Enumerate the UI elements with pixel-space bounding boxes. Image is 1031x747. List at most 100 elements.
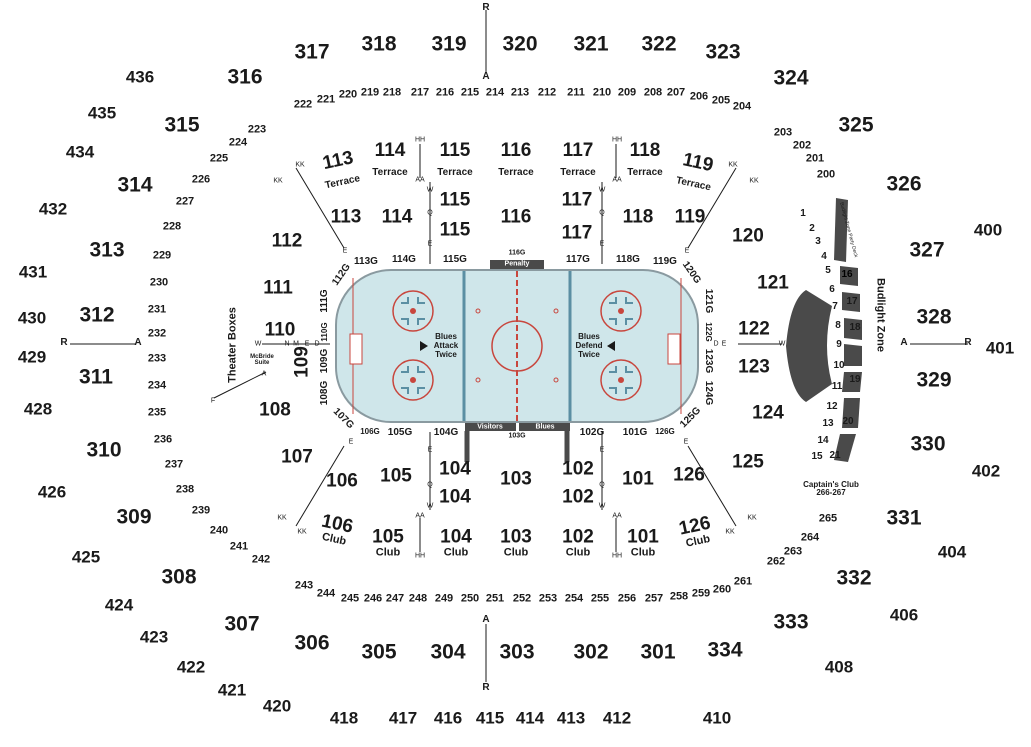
section-203[interactable]: 203 xyxy=(773,126,793,139)
section-317[interactable]: 317 xyxy=(294,40,330,64)
section-406[interactable]: 406 xyxy=(889,605,919,625)
section-251[interactable]: 251 xyxy=(485,592,505,605)
section-239[interactable]: 239 xyxy=(191,504,211,517)
section-235[interactable]: 235 xyxy=(147,406,167,419)
section-223[interactable]: 223 xyxy=(247,123,267,136)
section-215[interactable]: 215 xyxy=(460,86,480,99)
glass-122g[interactable]: 122G xyxy=(704,322,713,342)
section-103[interactable]: 103 xyxy=(500,468,532,490)
glass-109g[interactable]: 109G xyxy=(319,348,330,374)
section-114[interactable]: 114 xyxy=(381,206,413,228)
section-110[interactable]: 110 xyxy=(264,319,296,341)
section-213[interactable]: 213 xyxy=(510,86,530,99)
section-224[interactable]: 224 xyxy=(228,136,248,149)
section-115-upper[interactable]: 115 xyxy=(439,189,471,211)
glass-113g[interactable]: 113G xyxy=(354,256,378,267)
section-424[interactable]: 424 xyxy=(104,595,134,615)
section-238[interactable]: 238 xyxy=(175,483,195,496)
section-236[interactable]: 236 xyxy=(153,433,173,446)
section-107[interactable]: 107 xyxy=(281,446,313,468)
glass-119g[interactable]: 119G xyxy=(653,256,677,267)
section-401[interactable]: 401 xyxy=(985,338,1015,358)
section-330[interactable]: 330 xyxy=(910,432,946,456)
glass-126g[interactable]: 126G xyxy=(655,427,675,436)
section-420[interactable]: 420 xyxy=(262,696,292,716)
section-326[interactable]: 326 xyxy=(886,172,922,196)
section-120[interactable]: 120 xyxy=(732,225,764,247)
section-244[interactable]: 244 xyxy=(316,587,336,600)
budlight-section-20[interactable]: 20 xyxy=(842,416,854,427)
section-404[interactable]: 404 xyxy=(937,542,967,562)
budlight-section-18[interactable]: 18 xyxy=(849,322,861,333)
section-321[interactable]: 321 xyxy=(573,32,609,56)
section-118[interactable]: 118 xyxy=(622,206,654,228)
section-328[interactable]: 328 xyxy=(916,305,952,329)
section-414[interactable]: 414 xyxy=(515,708,545,728)
mcbride-suite-label[interactable]: McBride Suite xyxy=(250,354,274,366)
glass-123g[interactable]: 123G xyxy=(703,348,714,374)
section-228[interactable]: 228 xyxy=(162,220,182,233)
budlight-section-2[interactable]: 2 xyxy=(809,223,815,234)
budlight-section-7[interactable]: 7 xyxy=(832,301,838,312)
section-102-lower[interactable]: 102 xyxy=(562,486,594,508)
section-104-upper[interactable]: 104 xyxy=(439,458,471,480)
section-240[interactable]: 240 xyxy=(209,524,229,537)
section-334[interactable]: 334 xyxy=(707,638,743,662)
section-426[interactable]: 426 xyxy=(37,482,67,502)
section-305[interactable]: 305 xyxy=(361,640,397,664)
glass-117g[interactable]: 117G xyxy=(566,254,590,265)
section-101[interactable]: 101 xyxy=(622,468,654,490)
section-219[interactable]: 219 xyxy=(360,86,380,99)
section-225[interactable]: 225 xyxy=(209,152,229,165)
section-102-upper[interactable]: 102 xyxy=(562,458,594,480)
glass-101g[interactable]: 101G xyxy=(622,427,648,438)
section-234[interactable]: 234 xyxy=(147,379,167,392)
glass-104g[interactable]: 104G xyxy=(433,427,459,438)
section-415[interactable]: 415 xyxy=(475,708,505,728)
budlight-section-3[interactable]: 3 xyxy=(815,236,821,247)
section-325[interactable]: 325 xyxy=(838,113,874,137)
section-306[interactable]: 306 xyxy=(294,631,330,655)
budlight-section-9[interactable]: 9 xyxy=(836,339,842,350)
section-204[interactable]: 204 xyxy=(732,100,752,113)
section-402[interactable]: 402 xyxy=(971,461,1001,481)
section-242[interactable]: 242 xyxy=(251,553,271,566)
section-232[interactable]: 232 xyxy=(147,327,167,340)
section-201[interactable]: 201 xyxy=(805,152,825,165)
section-206[interactable]: 206 xyxy=(689,90,709,103)
glass-103g[interactable]: 103G xyxy=(508,432,526,440)
section-430[interactable]: 430 xyxy=(17,308,47,328)
glass-118g[interactable]: 118G xyxy=(616,254,640,265)
section-126[interactable]: 126 xyxy=(673,464,705,486)
glass-106g[interactable]: 106G xyxy=(360,427,380,436)
section-425[interactable]: 425 xyxy=(71,547,101,567)
budlight-section-12[interactable]: 12 xyxy=(826,401,838,412)
glass-116g[interactable]: 116G xyxy=(508,249,526,257)
section-116[interactable]: 116 xyxy=(500,206,532,228)
section-125[interactable]: 125 xyxy=(732,451,764,473)
section-436[interactable]: 436 xyxy=(125,67,155,87)
section-313[interactable]: 313 xyxy=(89,238,125,262)
section-122[interactable]: 122 xyxy=(738,318,770,340)
section-316[interactable]: 316 xyxy=(227,65,263,89)
budlight-section-10[interactable]: 10 xyxy=(833,360,845,371)
section-105[interactable]: 105 xyxy=(380,465,412,487)
section-303[interactable]: 303 xyxy=(499,640,535,664)
glass-115g[interactable]: 115G xyxy=(443,254,467,265)
section-249[interactable]: 249 xyxy=(434,592,454,605)
section-416[interactable]: 416 xyxy=(433,708,463,728)
section-258[interactable]: 258 xyxy=(669,590,689,603)
section-246[interactable]: 246 xyxy=(363,592,383,605)
section-104-lower[interactable]: 104 xyxy=(439,486,471,508)
section-119[interactable]: 119 xyxy=(674,206,706,228)
section-231[interactable]: 231 xyxy=(147,303,167,316)
section-413[interactable]: 413 xyxy=(556,708,586,728)
section-256[interactable]: 256 xyxy=(617,592,637,605)
section-248[interactable]: 248 xyxy=(408,592,428,605)
section-260[interactable]: 260 xyxy=(712,583,732,596)
section-207[interactable]: 207 xyxy=(666,86,686,99)
